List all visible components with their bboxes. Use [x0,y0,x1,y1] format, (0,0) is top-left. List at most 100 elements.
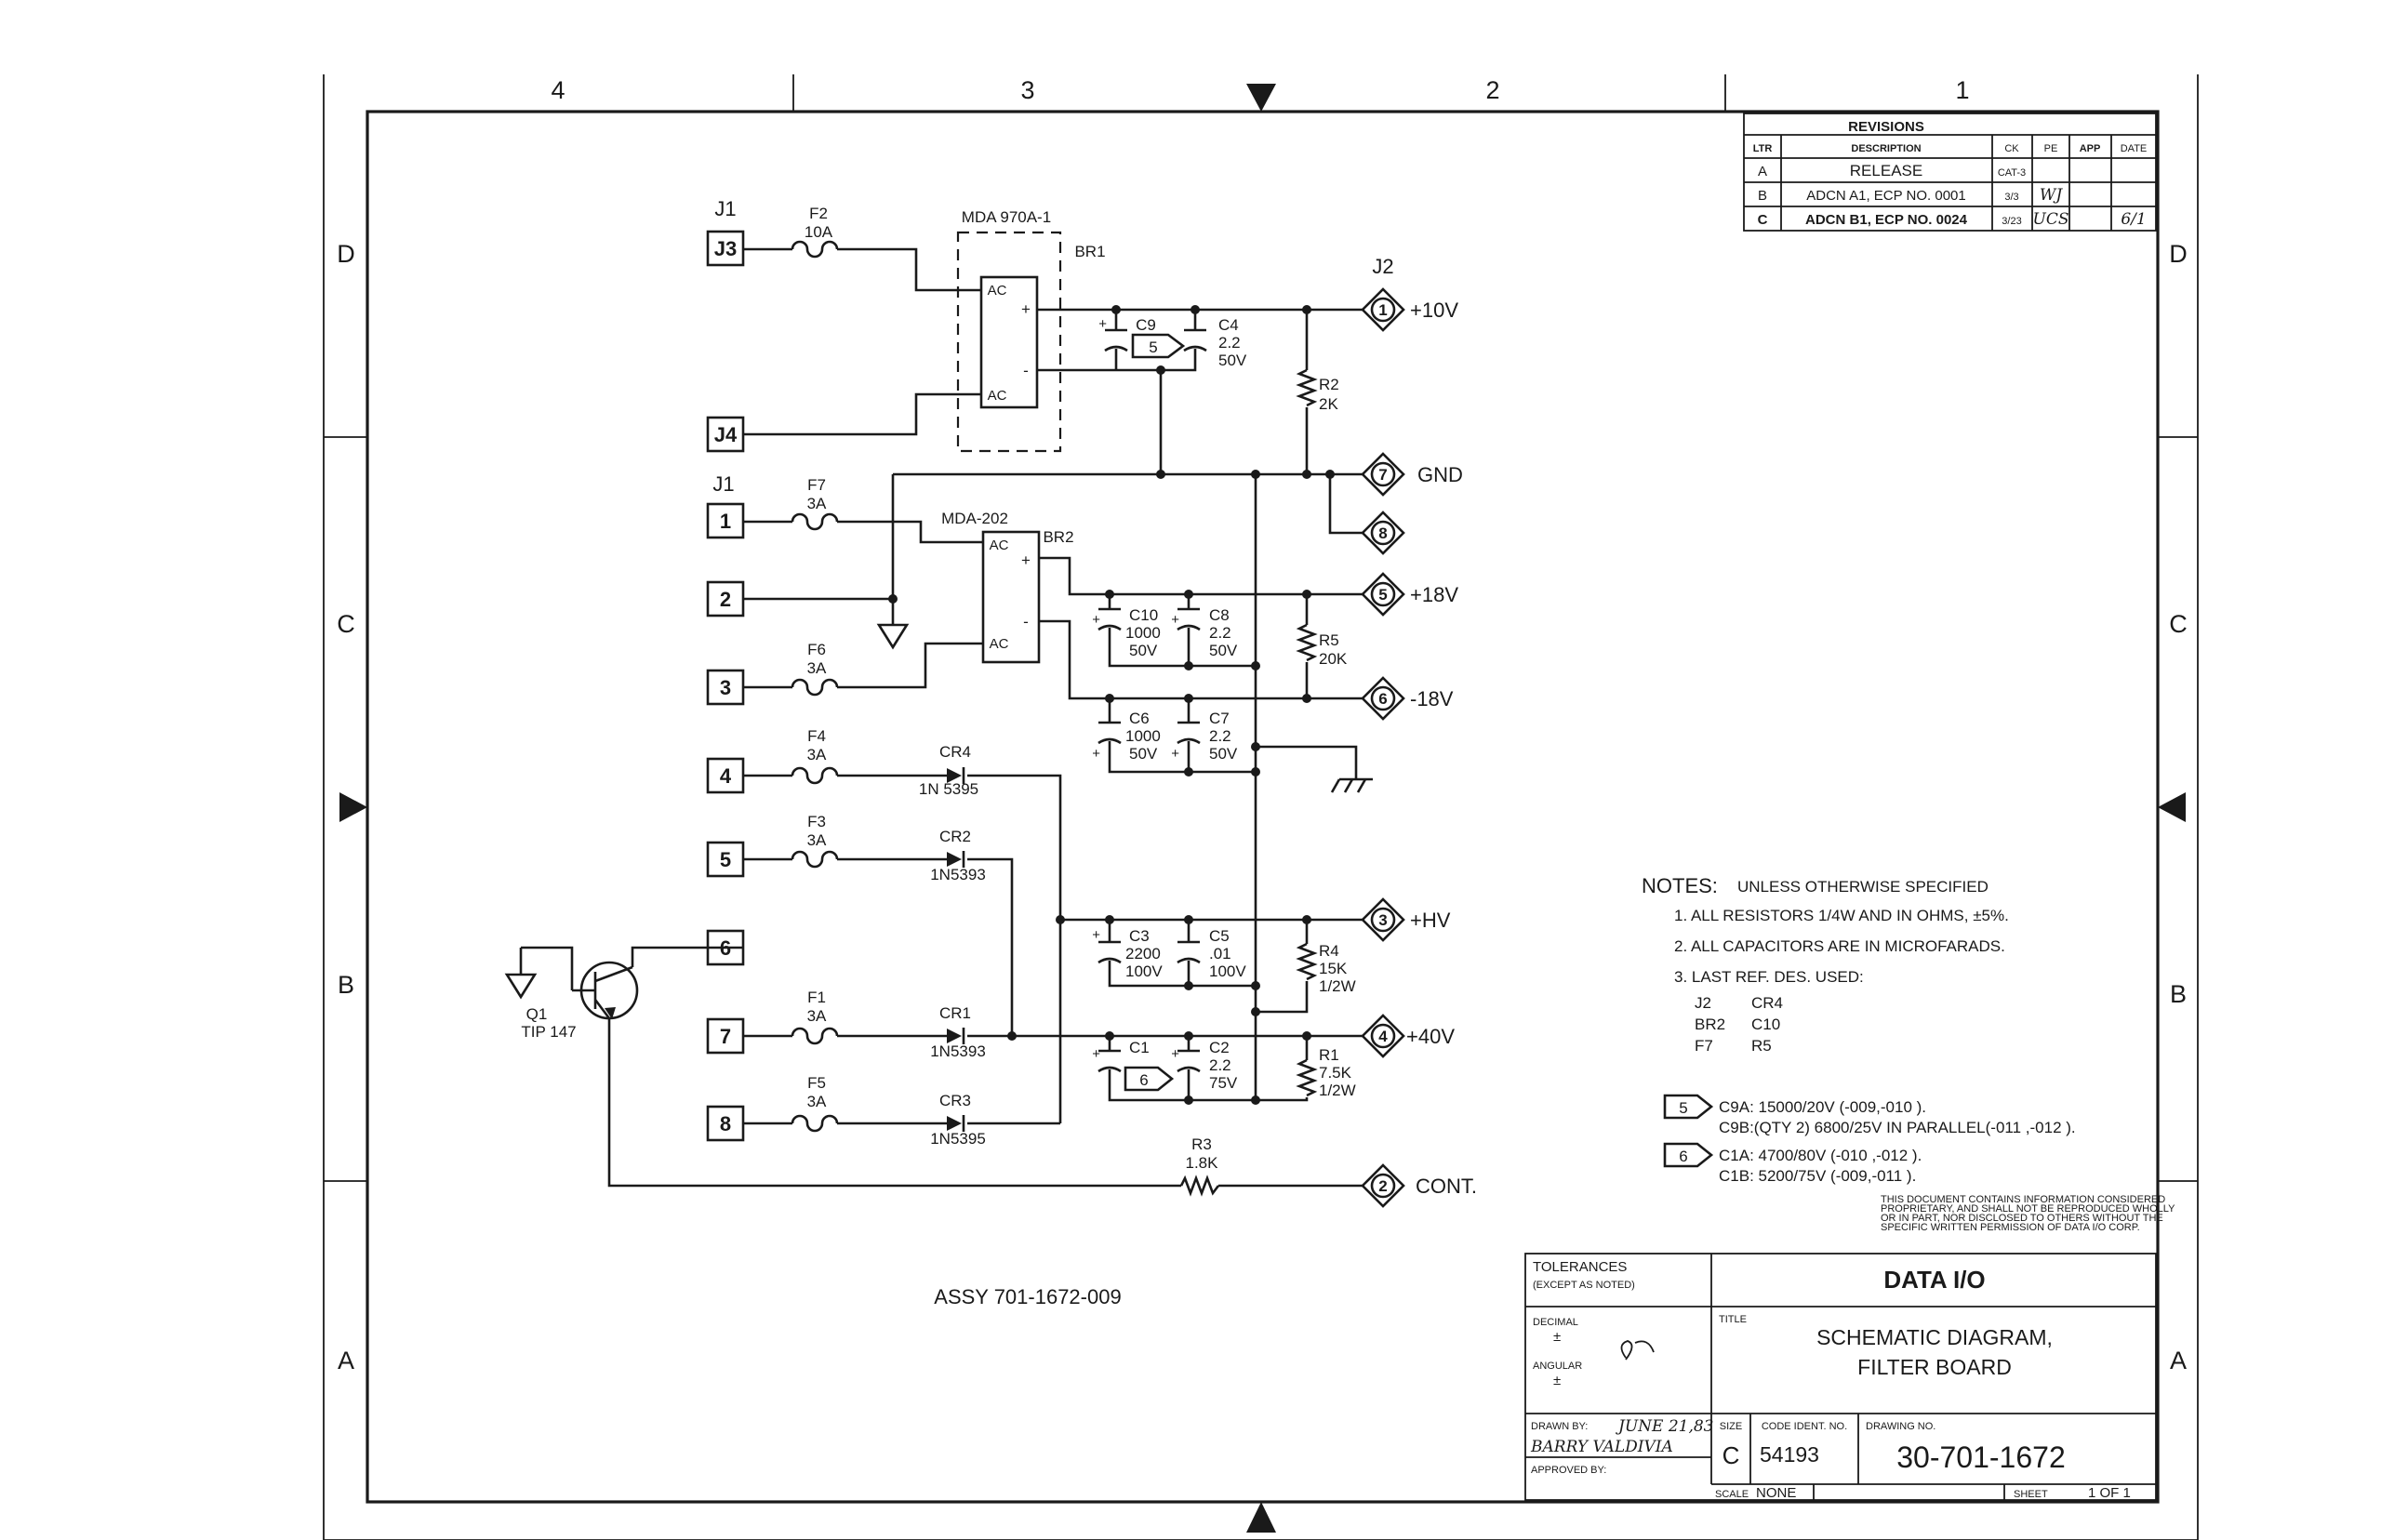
pin-4-label: 4 [720,764,732,788]
center-arrow-right [2158,792,2186,822]
notes-subheading: UNLESS OTHERWISE SPECIFIED [1737,878,1989,896]
resistors: R2 2K R5 20K R4 15K 1/2W R1 7.5K 1/2W [1296,368,1356,1099]
c9-ref: C9 [1136,316,1156,334]
note-flag-6-line2: C1B: 5200/75V (-009,-011 ). [1719,1167,1916,1185]
flag-6-c1 [1124,1066,1175,1092]
c4-ref: C4 [1218,316,1239,334]
drawn-date: JUNE 21,83 [1616,1417,1714,1436]
rev-c-date: 6/1 [2121,210,2146,229]
br1-minus: - [1023,362,1029,379]
left-pins: J3 J4 1 2 3 4 5 6 7 8 [706,230,745,1142]
note-2: 2. ALL CAPACITORS ARE IN MICROFARADS. [1674,937,2005,955]
bridge-rectifier-br2: MDA-202 BR2 AC AC + - [941,510,1074,664]
cr4-ref: CR4 [939,743,971,761]
out-pin-3-label: 3 [1378,911,1387,929]
pin-j3-label: J3 [714,237,737,260]
zone-labels: 4 3 2 1 D C B A D C B A [337,76,2188,1374]
rev-header-ltr: LTR [1753,143,1773,154]
size-value: C [1723,1441,1740,1469]
c3-value: 2200 [1125,945,1161,962]
fuse-f2-ref: F2 [809,205,828,222]
fuse-f5 [791,1114,839,1133]
zone-left-c: C [337,610,355,638]
rev-b-ck: 3/3 [2004,192,2018,203]
c6-value: 1000 [1125,727,1161,745]
title-block: TOLERANCES (EXCEPT AS NOTED) DECIMAL ± A… [1524,1253,2157,1501]
output-minus18v: -18V [1410,687,1454,710]
zone-right-d: D [2169,240,2188,268]
note-flag-5-num: 5 [1679,1099,1687,1117]
rev-a-ltr: A [1758,164,1767,179]
out-pin-2-label: 2 [1378,1177,1387,1195]
last-ref-a-2: F7 [1695,1037,1713,1055]
fuse-f1-value: 3A [807,1007,827,1025]
rev-header-ck: CK [2004,143,2019,154]
r4-watt: 1/2W [1319,977,1356,995]
output-pins: 1 +10V 7 GND 8 5 +18V 6 -18V 3 +HV 4 + [1361,287,1477,1208]
capacitors: + C9 5 C4 2.2 50V + C10 1000 50V + C8 2.… [1092,316,1247,1092]
c1-flag-num: 6 [1139,1071,1148,1089]
note-flag-6 [1663,1142,1714,1168]
br1-plus: + [1021,300,1031,318]
assembly-number: ASSY 701-1672-009 [934,1285,1121,1308]
c7-value: 2.2 [1209,727,1231,745]
resistor-r1 [1296,1058,1318,1097]
schematic: J1 J1 J2 J3 J4 1 2 3 4 5 6 7 8 [504,197,1477,1308]
r5-value: 20K [1319,650,1348,668]
zone-left-a: A [338,1347,354,1374]
proprietary-line-1: THIS DOCUMENT CONTAINS INFORMATION CONSI… [1881,1194,2165,1205]
out-pin-8-label: 8 [1378,524,1387,542]
svg-text:+: + [1092,746,1100,762]
br2-ac-bottom: AC [990,636,1009,652]
rev-header-date: DATE [2121,143,2148,154]
note-flag-5-line2: C9B:(QTY 2) 6800/25V IN PARALLEL(-011 ,-… [1719,1119,2076,1136]
fuse-f6-ref: F6 [807,641,826,658]
code-ident-label: CODE IDENT. NO. [1762,1421,1847,1432]
c2-ref: C2 [1209,1039,1230,1056]
rev-c-pe: UCS [2033,210,2069,229]
cr1-part: 1N5393 [930,1042,986,1060]
note-1: 1. ALL RESISTORS 1/4W AND IN OHMS, ±5%. [1674,907,2009,924]
last-ref-a-1: BR2 [1695,1016,1725,1033]
out-pin-1-label: 1 [1378,301,1387,319]
q1-ref: Q1 [526,1005,548,1023]
r4-value: 15K [1319,960,1348,977]
out-pin-6 [1370,685,1396,711]
pin-5-label: 5 [720,848,731,871]
zone-right-b: B [2170,980,2187,1008]
r3-ref: R3 [1191,1135,1212,1153]
sheet-label: SHEET [2014,1489,2048,1500]
diode-cr2 [947,852,962,867]
out-pin-7-label: 7 [1378,466,1387,484]
fuse-f1-ref: F1 [807,989,826,1006]
cr2-ref: CR2 [939,828,971,845]
out-pin-6-label: 6 [1378,690,1387,708]
cr3-part: 1N5395 [930,1130,986,1148]
note-3: 3. LAST REF. DES. USED: [1674,968,1864,986]
out-pin-5 [1370,581,1396,607]
drawing-no-label: DRAWING NO. [1866,1421,1935,1432]
c7-ref: C7 [1209,710,1230,727]
svg-text:+: + [1171,746,1179,762]
output-plus10v: +10V [1410,299,1458,322]
out-pin-4 [1370,1023,1396,1049]
rev-a-ck: CAT-3 [1998,167,2026,179]
c8-ref: C8 [1209,606,1230,624]
fuse-f5-value: 3A [807,1093,827,1110]
title-line-1: SCHEMATIC DIAGRAM, [1816,1325,2053,1349]
wires [519,247,1364,1188]
proprietary-line-4: SPECIFIC WRITTEN PERMISSION OF DATA I/O … [1881,1222,2140,1233]
drawn-name: BARRY VALDIVIA [1530,1438,1673,1456]
out-pin-3 [1370,907,1396,933]
title-label: TITLE [1719,1314,1747,1325]
center-arrow-bottom [1246,1502,1276,1533]
c2-value: 2.2 [1209,1056,1231,1074]
resistor-r2 [1296,368,1318,407]
notes-heading: NOTES: [1642,874,1718,897]
scale-label: SCALE [1715,1489,1749,1500]
angular-label: ANGULAR [1533,1361,1582,1372]
fuse-f4-value: 3A [807,746,827,763]
drawing-number: 30-701-1672 [1896,1440,2065,1474]
c7-volt: 50V [1209,745,1238,763]
c3-ref: C3 [1129,927,1150,945]
